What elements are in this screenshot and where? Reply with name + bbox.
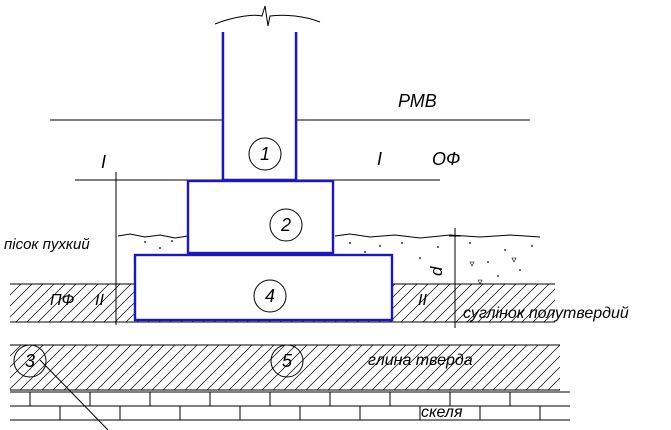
hlyna-hatch — [10, 345, 560, 390]
svg-text:4: 4 — [265, 286, 275, 306]
foundation-block-4 — [133, 253, 394, 322]
marker-1: 1 — [248, 137, 282, 171]
marker-4: 4 — [253, 279, 287, 313]
break-line — [214, 5, 321, 27]
label-pf: ПФ — [50, 292, 75, 309]
pisok-texture — [144, 240, 533, 284]
label-level-I-right: I — [377, 149, 382, 169]
marker-5: 5 — [270, 344, 304, 378]
label-hlyna: глина тверда — [368, 352, 473, 369]
label-skelia: скеля — [421, 404, 463, 421]
label-depth: d — [427, 266, 446, 276]
label-suglinok: суглінок полутвердий — [463, 305, 629, 322]
pisok-surface-right — [334, 233, 541, 239]
label-level-I-left: I — [101, 152, 106, 172]
label-level-II-right: II — [418, 292, 427, 309]
svg-text:3: 3 — [25, 351, 35, 371]
label-level-II-left: II — [95, 292, 104, 309]
marker-3: 3 — [13, 344, 47, 378]
marker-2: 2 — [269, 208, 303, 242]
svg-text:5: 5 — [282, 351, 293, 371]
label-rmv: РМВ — [398, 91, 437, 111]
svg-text:1: 1 — [260, 144, 270, 164]
skelia-bricks — [10, 391, 570, 421]
pisok-surface — [117, 233, 189, 239]
foundation-block-2 — [186, 179, 335, 255]
svg-text:2: 2 — [280, 215, 291, 235]
label-of: ОФ — [432, 149, 460, 169]
label-pisok: пісок пухкий — [4, 236, 90, 253]
leader-3 — [39, 359, 109, 430]
